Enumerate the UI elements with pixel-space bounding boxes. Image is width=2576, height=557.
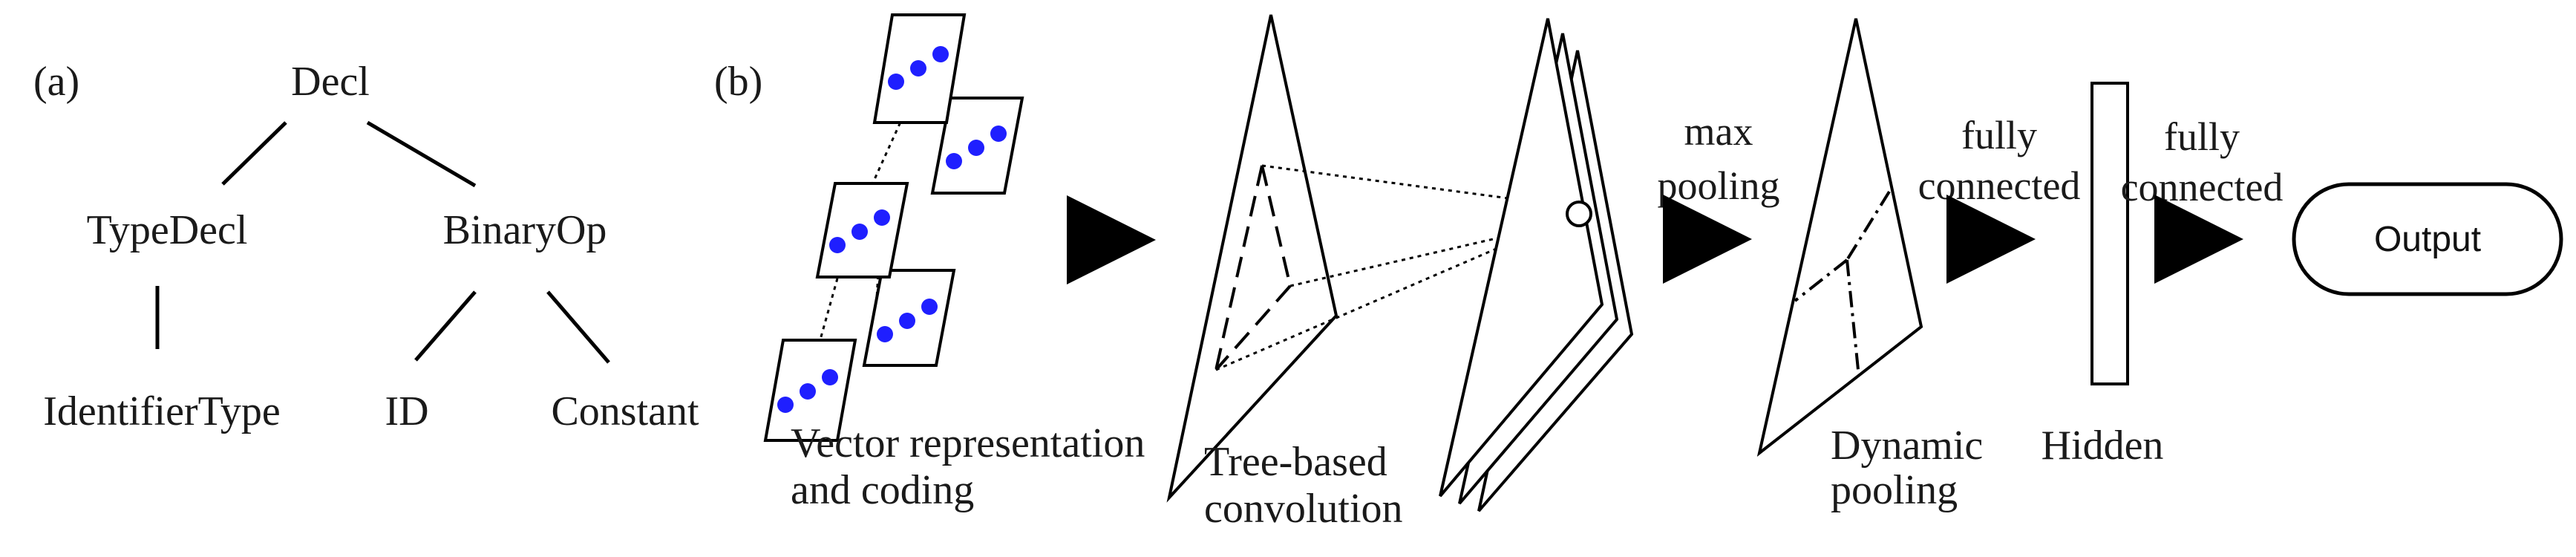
tree-conv-label-line1: Tree-based	[1204, 439, 1387, 485]
vector-dot	[946, 153, 962, 169]
edge-decl-binaryop	[366, 120, 477, 188]
dynamic-pool-triangle	[1756, 18, 1923, 457]
feature-map-front	[1439, 18, 1604, 498]
fc2-label-line1: fully	[2164, 114, 2240, 159]
edge-binaryop-constant	[546, 290, 610, 364]
partition-line	[1846, 190, 1891, 261]
conv-window	[1215, 165, 1292, 371]
conv-window-edge	[1215, 284, 1292, 371]
partition-line	[1794, 258, 1848, 302]
dyn-pool-label-line2: pooling	[1831, 467, 1958, 513]
node-binaryop: BinaryOp	[443, 207, 607, 253]
panel-b-label: (b)	[714, 59, 762, 105]
vector-dot	[921, 299, 938, 315]
node-id: ID	[385, 388, 428, 434]
vector-cards	[763, 13, 1024, 442]
edge-binaryop-id	[414, 290, 477, 362]
vector-card	[815, 182, 909, 278]
vector-label-line2: and coding	[791, 467, 974, 513]
output-label: Output	[2374, 220, 2481, 259]
vector-dot	[851, 224, 868, 240]
dynamic-pool-partition	[1794, 190, 1891, 371]
panel-a: (a) Decl TypeDecl BinaryOp IdentifierTyp…	[33, 59, 699, 434]
hidden-layer-bar	[2090, 82, 2129, 385]
projection-line	[1261, 164, 1571, 208]
vector-dot	[888, 74, 904, 90]
vector-label-line1: Vector representation	[791, 420, 1145, 466]
connector-3	[863, 118, 903, 201]
edge-decl-typedecl	[221, 121, 287, 186]
vector-dot	[777, 397, 794, 413]
dynamic-pool-shape	[1756, 18, 1923, 457]
vector-card	[930, 97, 1024, 195]
conv-window-edge	[1261, 165, 1292, 287]
max-pool-label-line1: max	[1684, 109, 1753, 154]
tree-conv-triangle	[1166, 14, 1338, 503]
feature-map-node	[1566, 201, 1592, 227]
node-typedecl: TypeDecl	[87, 207, 248, 253]
node-constant: Constant	[551, 388, 699, 434]
tree-conv-shape	[1166, 14, 1338, 503]
vector-dot	[990, 126, 1007, 142]
vector-dot	[899, 313, 915, 329]
vector-dot	[829, 237, 846, 253]
conv-window-edge	[1215, 165, 1264, 371]
node-identifiertype: IdentifierType	[43, 388, 280, 434]
dyn-pool-label-line1: Dynamic	[1831, 423, 1983, 469]
vector-card	[872, 13, 967, 124]
vector-dot	[874, 209, 890, 226]
node-decl: Decl	[291, 59, 370, 105]
ast-edges	[155, 120, 610, 364]
panel-b: (b)	[714, 13, 2563, 532]
vector-card	[862, 269, 956, 367]
vector-dot	[822, 369, 838, 385]
vector-dot	[800, 383, 816, 400]
partition-line	[1846, 259, 1860, 371]
hidden-label: Hidden	[2041, 423, 2164, 469]
output-node	[2292, 182, 2563, 296]
vector-dot	[877, 326, 893, 342]
vector-card	[763, 339, 857, 442]
feature-map-stack	[1439, 18, 1634, 512]
panel-a-label: (a)	[33, 59, 79, 105]
fc2-label-line2: connected	[2121, 165, 2284, 209]
tree-conv-label-line2: convolution	[1204, 486, 1403, 532]
fc1-label-line1: fully	[1961, 113, 2037, 157]
vector-dot	[968, 140, 984, 156]
vector-dot	[910, 60, 926, 76]
fc1-label-line2: connected	[1918, 163, 2081, 208]
max-pool-label-line2: pooling	[1657, 163, 1779, 208]
vector-dot	[932, 46, 949, 62]
